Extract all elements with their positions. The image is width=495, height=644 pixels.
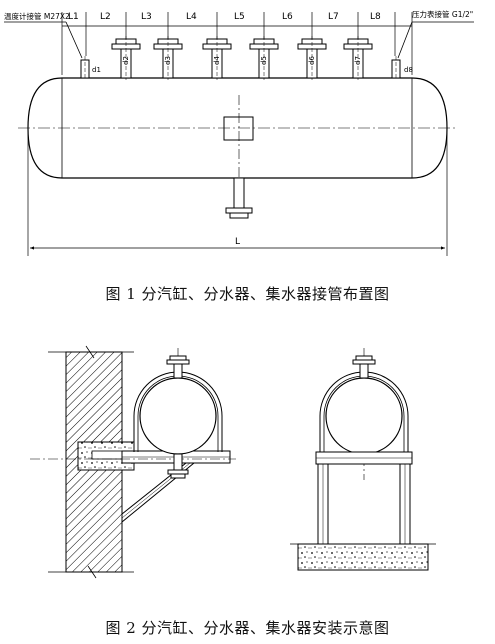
dim-label-l5: L5 <box>234 12 245 22</box>
top-dimension-labels: L1 L2 L3 L4 L5 L6 L7 L8 <box>68 12 381 22</box>
dim-label-l7: L7 <box>328 12 339 22</box>
nozzle-label-d7: d7 <box>354 56 362 65</box>
thermometer-nozzle <box>80 56 90 80</box>
branch-nozzle-d3 <box>153 36 183 80</box>
bottom-drain-nozzle <box>225 177 253 219</box>
dim-label-l3: L3 <box>141 12 152 22</box>
dim-label-l6: L6 <box>282 12 293 22</box>
branch-nozzle-d4 <box>202 36 232 80</box>
wall-mount-view <box>30 345 236 579</box>
nozzle-label-d4: d4 <box>213 56 221 65</box>
vessel-cross-section-right <box>325 377 403 455</box>
nozzle-label-d6: d6 <box>308 56 316 65</box>
floor-stand-view <box>290 348 436 571</box>
overall-length-dimension <box>27 130 448 256</box>
thermometer-callout-leader <box>65 21 83 59</box>
branch-nozzle-d7 <box>343 36 373 80</box>
nozzle-label-d1: d1 <box>92 66 101 74</box>
pressure-callout-leader <box>397 21 413 59</box>
dim-label-l4: L4 <box>186 12 197 22</box>
branch-nozzle-d6 <box>297 36 327 80</box>
thermometer-nozzle-callout: 温度计接管 M27X2 <box>4 11 70 21</box>
figure-1-layout-drawing: 温度计接管 M27X2 压力表接管 G1/2" L1 L2 L3 L4 L5 L… <box>4 9 474 256</box>
overall-length-label: L <box>235 237 240 247</box>
concrete-foundation <box>297 543 429 571</box>
pressure-gauge-nozzle <box>391 56 401 80</box>
branch-nozzle-d2 <box>111 36 141 80</box>
pressure-gauge-nozzle-callout: 压力表接管 G1/2" <box>412 9 473 19</box>
nozzle-label-d2: d2 <box>122 56 130 65</box>
top-dimension-chain <box>61 12 413 75</box>
branch-nozzles <box>111 36 373 80</box>
dim-label-l8: L8 <box>370 12 381 22</box>
figure-2-caption: 图 2 分汽缸、分水器、集水器安装示意图 <box>105 619 390 637</box>
nozzle-label-d3: d3 <box>164 56 172 65</box>
nozzle-label-d5: d5 <box>260 56 268 65</box>
figure-1-caption: 图 1 分汽缸、分水器、集水器接管布置图 <box>105 285 390 303</box>
dim-label-l2: L2 <box>100 12 111 22</box>
vessel-cross-section-left <box>139 377 217 455</box>
nameplate-square <box>223 116 254 141</box>
branch-nozzle-d5 <box>249 36 279 80</box>
dim-label-l1: L1 <box>68 12 79 22</box>
figure-2-installation-drawing <box>30 345 436 579</box>
nozzle-label-d8: d8 <box>404 66 413 74</box>
branch-nozzle-labels: d2 d3 d4 d5 d6 d7 <box>122 56 362 65</box>
